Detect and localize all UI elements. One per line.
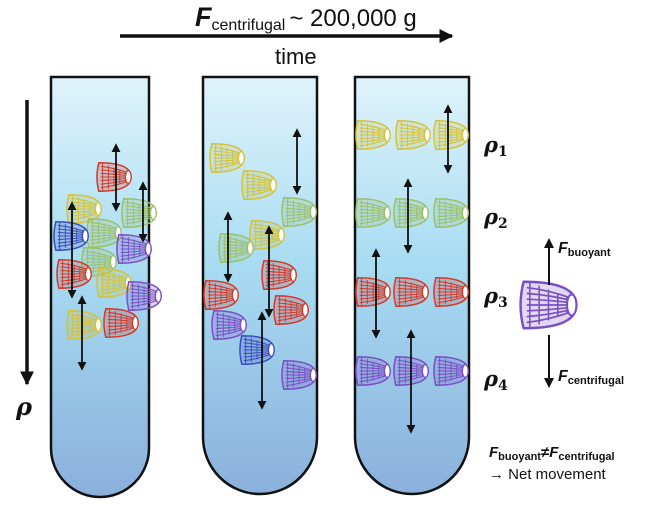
nanotube-icon [433, 355, 469, 387]
nanotube-icon [211, 309, 247, 341]
nanotube-icon [121, 197, 157, 229]
density-index: 2 [497, 216, 508, 232]
nanotube-icon [96, 267, 132, 299]
force-inequality: Fbuoyant≠Fcentrifugal [489, 444, 615, 466]
nanotube-icon [203, 279, 239, 311]
inequality-lhs-subscript: buoyant [498, 451, 541, 463]
density-level-1: ρ1 [484, 132, 508, 160]
density-symbol: ρ [484, 283, 498, 308]
nanotube-icon [433, 197, 469, 229]
nanotube-icon [116, 233, 152, 265]
buoyant-symbol: F [558, 240, 568, 257]
nanotube-icon [66, 309, 102, 341]
nanotube-icon [433, 119, 469, 151]
density-level-4: ρ4 [484, 366, 508, 394]
density-symbol: ρ [484, 366, 498, 391]
nanotube-icon [96, 161, 132, 193]
nanotube-icon [261, 259, 297, 291]
nanotube-icon [103, 307, 139, 339]
centrifugal-symbol: F [558, 368, 568, 385]
density-index: 1 [497, 144, 508, 160]
nanotube-icon [355, 276, 391, 308]
net-movement-note: Fbuoyant≠Fcentrifugal → Net movement [489, 444, 615, 483]
net-movement-text: → Net movement [489, 466, 606, 483]
time-label: time [275, 44, 317, 69]
centrifugal-force-title: Fcentrifugal~ 200,000 g [195, 2, 417, 35]
density-axis-label: ρ [16, 392, 32, 421]
buoyant-force-label: Fbuoyant [558, 240, 611, 259]
force-subscript: centrifugal [211, 17, 286, 34]
nanotube-icon [241, 169, 277, 201]
nanotube-icon [273, 294, 309, 326]
nanotube-icon [395, 119, 431, 151]
nanotube-icon [281, 359, 317, 391]
nanotube-icon [355, 355, 391, 387]
nanotube-icon [239, 334, 275, 366]
nanotube-icon [249, 219, 285, 251]
centrifugal-force-label: Fcentrifugal [558, 368, 624, 387]
nanotube-icon [126, 280, 162, 312]
nanotube-icon [393, 276, 429, 308]
nanotube-icon [355, 119, 391, 151]
nanotube-icon [53, 220, 89, 252]
density-index: 3 [497, 295, 508, 311]
not-equal-sign: ≠ [540, 444, 550, 461]
nanotube-icon [209, 142, 245, 174]
centrifuge-tube-3 [353, 75, 471, 496]
inequality-rhs-symbol: F [549, 444, 559, 461]
inequality-rhs-subscript: centrifugal [558, 451, 615, 463]
force-value: ~ 200,000 g [289, 5, 417, 32]
density-symbol: ρ [484, 204, 498, 229]
nanotube-icon [218, 232, 254, 264]
nanotube-icon [355, 197, 391, 229]
nanotube-icon [281, 196, 317, 228]
nanotube-icon [56, 258, 92, 290]
nanotube-icon [86, 217, 122, 249]
centrifugal-subscript: centrifugal [567, 375, 625, 387]
density-symbol: ρ [484, 132, 498, 157]
inequality-lhs-symbol: F [489, 444, 499, 461]
density-level-3: ρ3 [484, 283, 508, 311]
density-level-2: ρ2 [484, 204, 508, 232]
nanotube-icon [519, 280, 578, 330]
nanotube-icon [433, 276, 469, 308]
buoyant-subscript: buoyant [567, 247, 611, 259]
nanotube-icon [393, 197, 429, 229]
force-symbol: F [195, 2, 212, 32]
density-index: 4 [497, 378, 508, 394]
